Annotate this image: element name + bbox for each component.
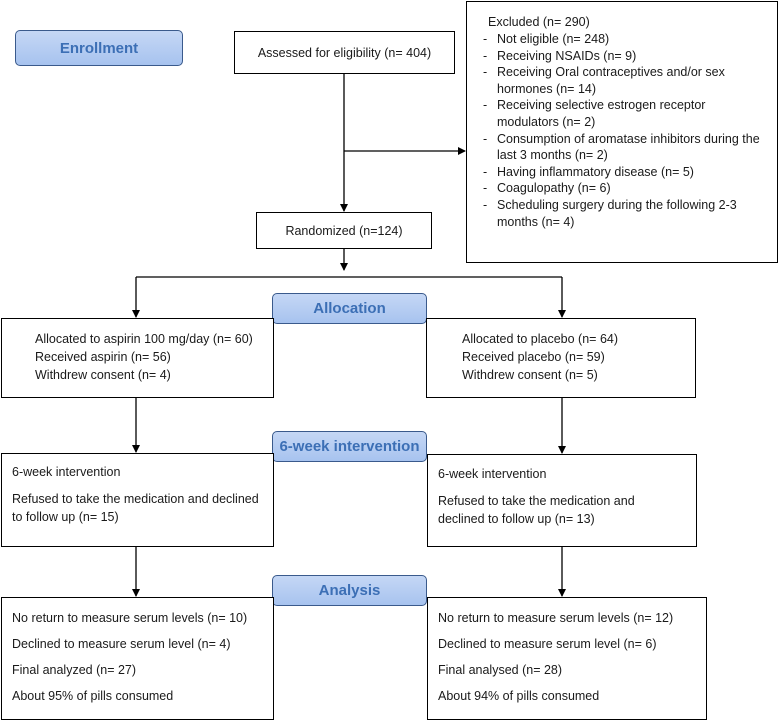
aspirin-intervention-detail-2: to follow up (n= 15): [12, 510, 119, 524]
excluded-item: Scheduling surgery during the following …: [481, 197, 767, 230]
placebo-analysis-box: No return to measure serum levels (n= 12…: [427, 597, 707, 720]
stage-analysis: Analysis: [272, 575, 427, 606]
excluded-item: Receiving Oral contraceptives and/or sex…: [481, 64, 767, 97]
aspirin-intervention-detail-1: Refused to take the medication and decli…: [12, 492, 259, 506]
aspirin-withdrew: Withdrew consent (n= 4): [35, 368, 171, 382]
aspirin-intervention-title: 6-week intervention: [12, 465, 121, 479]
excluded-item: Consumption of aromatase inhibitors duri…: [481, 131, 767, 164]
excluded-list: Not eligible (n= 248) Receiving NSAIDs (…: [481, 31, 767, 230]
excluded-item: Coagulopathy (n= 6): [481, 180, 767, 197]
randomized-label: Randomized (n=124): [285, 223, 403, 238]
excluded-item: Having inflammatory disease (n= 5): [481, 164, 767, 181]
excluded-box: Excluded (n= 290) Not eligible (n= 248) …: [466, 1, 778, 263]
placebo-allocated: Allocated to placebo (n= 64): [462, 332, 619, 346]
stage-allocation: Allocation: [272, 293, 427, 324]
placebo-analysis-line: No return to measure serum levels (n= 12…: [438, 611, 674, 625]
placebo-allocation-box: Allocated to placebo (n= 64) Received pl…: [426, 318, 696, 398]
aspirin-allocation-box: Allocated to aspirin 100 mg/day (n= 60) …: [1, 318, 274, 398]
stage-intervention: 6-week intervention: [272, 431, 427, 462]
placebo-withdrew: Withdrew consent (n= 5): [462, 368, 598, 382]
stage-enrollment: Enrollment: [15, 30, 183, 66]
aspirin-analysis-line: About 95% of pills consumed: [12, 689, 174, 703]
placebo-received: Received placebo (n= 59): [462, 350, 605, 364]
excluded-item: Receiving selective estrogen receptor mo…: [481, 97, 767, 130]
excluded-item: Receiving NSAIDs (n= 9): [481, 48, 767, 65]
aspirin-allocated: Allocated to aspirin 100 mg/day (n= 60): [35, 332, 253, 346]
placebo-analysis-line: About 94% of pills consumed: [438, 689, 600, 703]
excluded-title: Excluded (n= 290): [488, 15, 590, 29]
aspirin-received: Received aspirin (n= 56): [35, 350, 171, 364]
assessed-label: Assessed for eligibility (n= 404): [257, 45, 432, 60]
placebo-intervention-box: 6-week intervention Refused to take the …: [427, 454, 697, 547]
excluded-item: Not eligible (n= 248): [481, 31, 767, 48]
placebo-analysis-line: Final analysed (n= 28): [438, 663, 563, 677]
aspirin-intervention-box: 6-week intervention Refused to take the …: [1, 453, 274, 547]
assessed-box: Assessed for eligibility (n= 404): [234, 31, 455, 74]
aspirin-analysis-box: No return to measure serum levels (n= 10…: [1, 597, 274, 720]
aspirin-analysis-line: Final analyzed (n= 27): [12, 663, 137, 677]
placebo-intervention-title: 6-week intervention: [438, 467, 547, 481]
placebo-analysis-line: Declined to measure serum level (n= 6): [438, 637, 657, 651]
placebo-intervention-detail-2: declined to follow up (n= 13): [438, 512, 595, 526]
randomized-box: Randomized (n=124): [256, 212, 432, 249]
placebo-intervention-detail-1: Refused to take the medication and: [438, 494, 635, 508]
aspirin-analysis-line: Declined to measure serum level (n= 4): [12, 637, 231, 651]
aspirin-analysis-line: No return to measure serum levels (n= 10…: [12, 611, 248, 625]
